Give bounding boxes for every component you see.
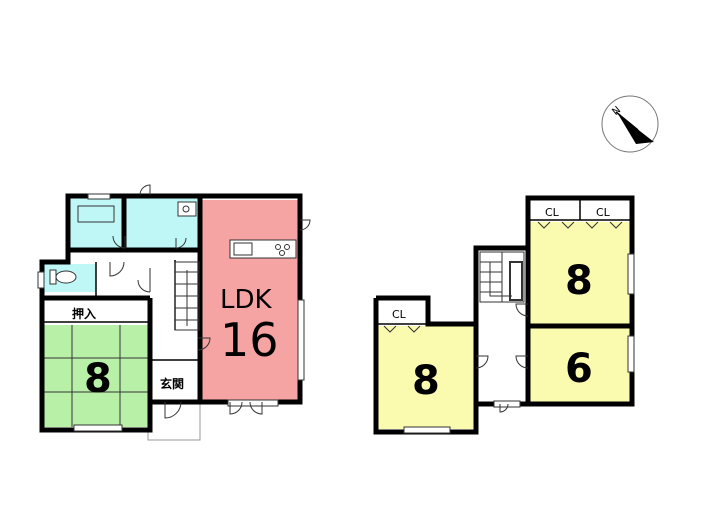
washitsu-size: 8 bbox=[84, 356, 112, 402]
genkan-floor bbox=[147, 401, 201, 441]
kitchen-counter bbox=[229, 239, 297, 259]
room-c bbox=[530, 328, 630, 402]
room-b bbox=[530, 222, 630, 326]
toilet-bowl bbox=[49, 269, 77, 285]
room-a bbox=[378, 325, 476, 429]
floor2-doors bbox=[475, 303, 529, 413]
room-a-size: 8 bbox=[412, 358, 440, 404]
room-b-cl2-label: CL bbox=[596, 206, 611, 219]
floor1-doors bbox=[109, 184, 311, 419]
tatami-pattern bbox=[44, 325, 150, 427]
room-c-size: 6 bbox=[565, 346, 593, 392]
closet-marks bbox=[383, 221, 623, 333]
bathtub bbox=[77, 205, 115, 223]
floor2-walls bbox=[373, 195, 635, 435]
floor1-windows bbox=[37, 193, 305, 432]
genkan-label: 玄関 bbox=[160, 376, 184, 391]
wash-basin bbox=[177, 201, 197, 217]
floor2-stairs bbox=[479, 251, 525, 303]
room-b-cl1-label: CL bbox=[545, 206, 560, 219]
compass: N bbox=[601, 95, 659, 153]
washitsu-room bbox=[44, 325, 150, 427]
oshiire-label: 押入 bbox=[72, 306, 96, 321]
ldk-size: 16 bbox=[220, 313, 279, 367]
room-a-cl-label: CL bbox=[392, 308, 407, 321]
floor1-walls bbox=[39, 193, 303, 433]
floor2: CL 8 CL CL 8 6 bbox=[373, 195, 635, 435]
ldk-room bbox=[200, 200, 300, 402]
room-b-size: 8 bbox=[565, 258, 593, 304]
ldk-label: LDK bbox=[220, 285, 273, 315]
room-a-closet bbox=[378, 300, 426, 326]
floor1-stairs bbox=[174, 261, 200, 331]
floor1: LDK 16 8 押入 玄関 bbox=[37, 184, 311, 441]
